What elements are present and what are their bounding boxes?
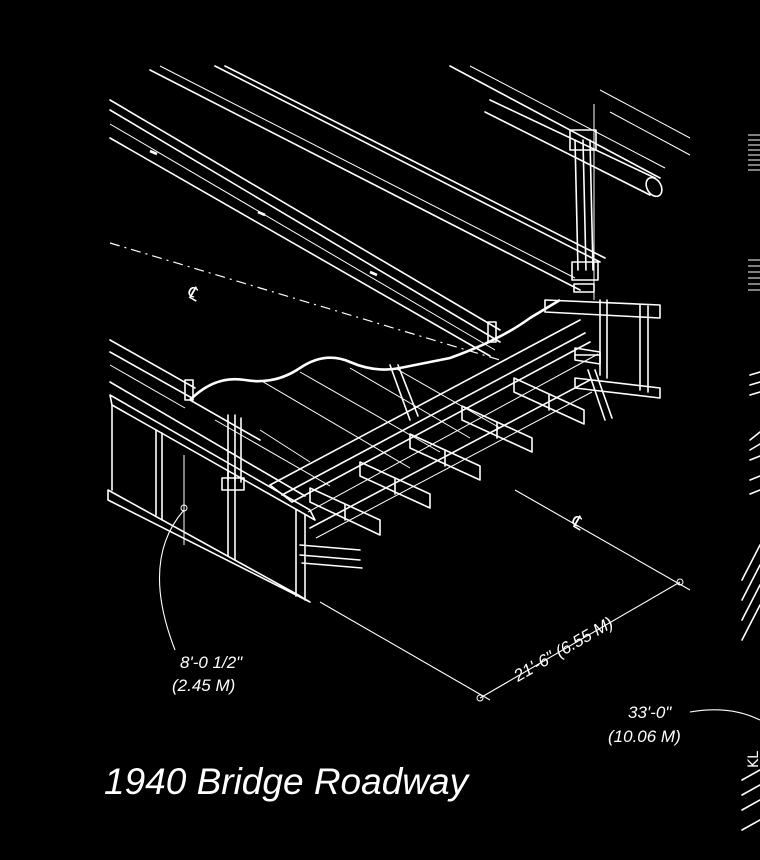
far-girder <box>544 299 661 421</box>
girder-depth-imperial: 8'-0 1/2" <box>180 653 243 672</box>
second-width-imperial: 33'-0" <box>628 703 672 722</box>
girder-depth-dimension: 8'-0 1/2" (2.45 M) <box>158 509 243 695</box>
centerline-upper: ℄ <box>109 242 501 361</box>
near-hanger <box>221 414 363 569</box>
near-girder <box>107 321 497 603</box>
stringers <box>309 377 593 539</box>
upper-deck-lines <box>109 65 691 357</box>
second-width-metric: (10.06 M) <box>608 727 681 746</box>
drawing-title: 1940 Bridge Roadway <box>104 761 471 802</box>
roadway-width-dimension: ℄ 21'-6" (6.55 M) <box>319 489 691 702</box>
floor-beam <box>269 319 599 513</box>
second-width-dimension: 33'-0" (10.06 M) <box>608 703 760 746</box>
centerline-symbol-upper: ℄ <box>183 282 205 307</box>
adjacent-drawing-edge: KL <box>741 134 760 831</box>
roadway-width-label: 21'-6" (6.55 M) <box>510 613 617 686</box>
handrail-pipe <box>484 99 663 300</box>
girder-depth-metric: (2.45 M) <box>172 676 235 695</box>
centerline-symbol-lower: ℄ <box>567 511 589 536</box>
edge-mark: KL <box>746 751 760 768</box>
deck-cutaway <box>189 298 561 487</box>
